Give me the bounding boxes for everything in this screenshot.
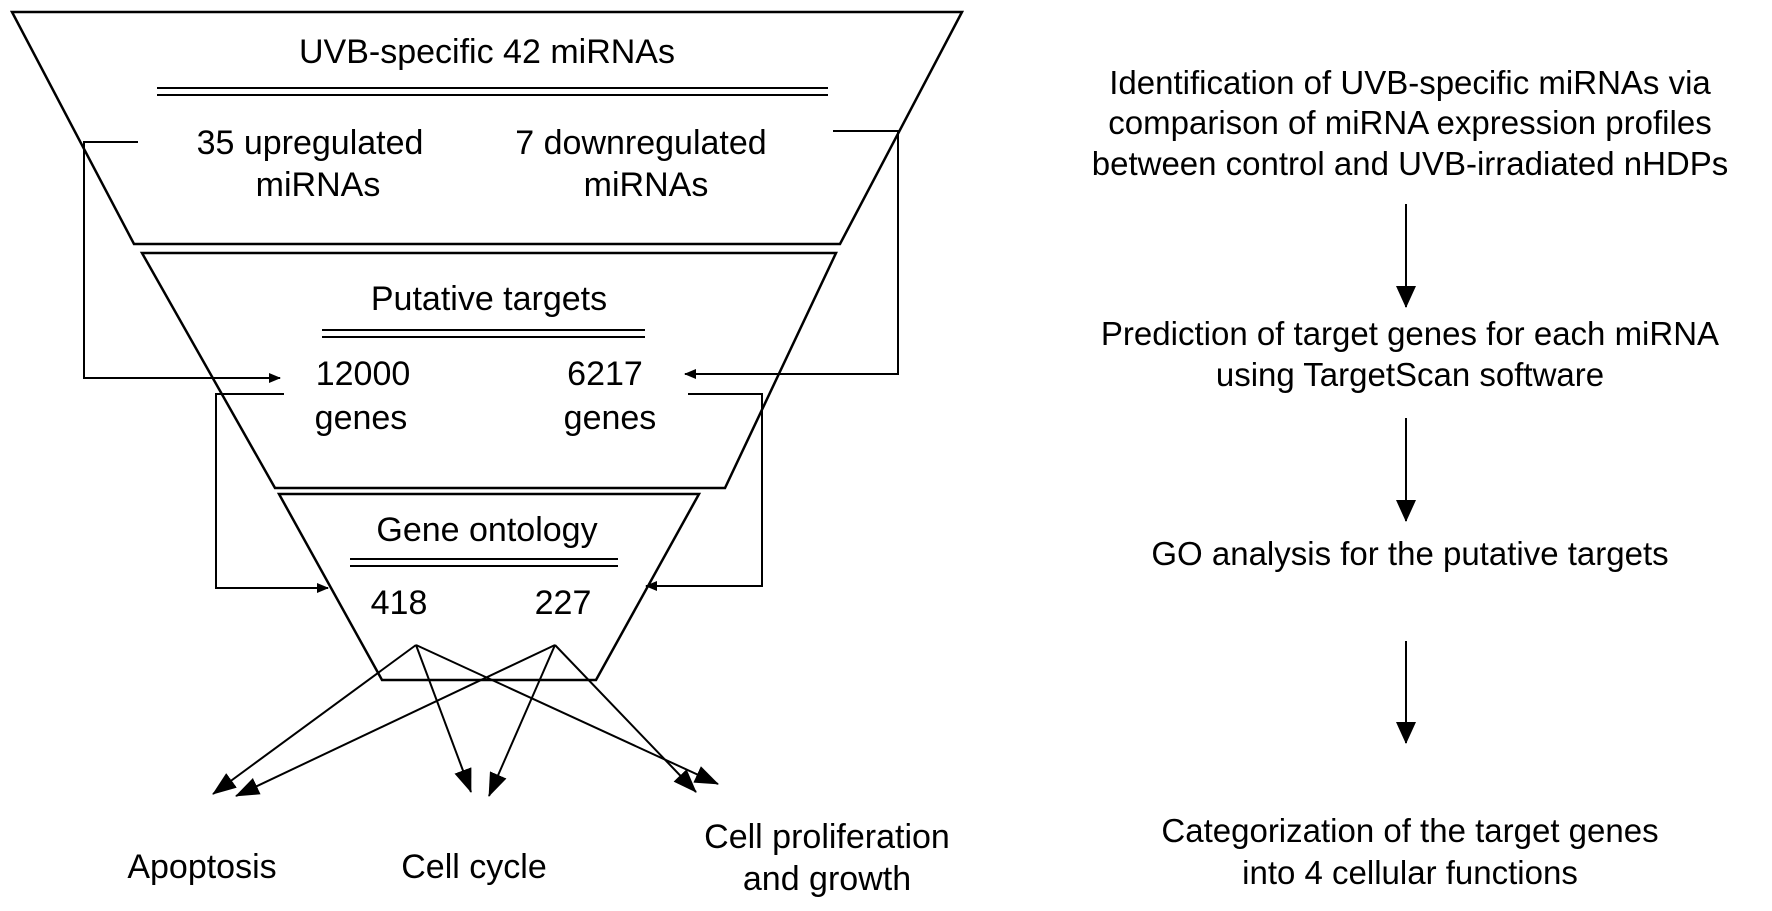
connector-down-targets-to-go [645,393,763,591]
upregulated-label-line1: 35 upregulated [197,124,424,162]
arrow-227-to-apoptosis [235,644,556,797]
upregulated-targets-count: 12000 [316,355,411,393]
step-4-line1: Categorization of the target genes [1161,812,1658,849]
downregulated-label-line1: 7 downregulated [515,124,766,162]
connector-up-targets-to-go [215,393,329,593]
arrow-227-to-proliferation [554,644,697,793]
upregulated-label-line2: miRNAs [256,166,381,204]
apoptosis-label: Apoptosis [127,848,276,886]
step-4-line2: into 4 cellular functions [1242,854,1578,891]
step-2-line1: Prediction of target genes for each miRN… [1101,315,1719,352]
function-labels: Apoptosis Cell cycle Cell proliferation … [127,818,950,898]
step-3-line1: GO analysis for the putative targets [1151,535,1668,572]
step-1-line3: between control and UVB-irradiated nHDPs [1092,145,1729,182]
downregulated-targets-unit: genes [564,399,657,437]
arrow-418-to-cell-cycle [415,644,472,793]
arrow-227-to-cell-cycle [488,644,556,797]
step-2-line2: using TargetScan software [1216,356,1604,393]
step-1-line2: comparison of miRNA expression profiles [1108,104,1711,141]
workflow-steps: Identification of UVB-specific miRNAs vi… [1092,64,1729,891]
connector-up-miRNA-to-targets [83,141,281,383]
function-arrows [212,644,719,797]
level-1-title: UVB-specific 42 miRNAs [299,33,675,71]
funnel-level-3: Gene ontology 418 227 [276,492,702,682]
step-1-line1: Identification of UVB-specific miRNAs vi… [1109,64,1711,101]
arrow-418-to-proliferation [415,644,719,785]
level-2-title: Putative targets [371,280,607,318]
arrow-418-to-apoptosis [212,644,417,795]
upregulated-go-count: 418 [371,584,428,622]
downregulated-go-count: 227 [535,584,592,622]
proliferation-label-line1: Cell proliferation [704,818,950,856]
cell-cycle-label: Cell cycle [401,848,546,886]
level-connectors [83,130,899,593]
funnel-level-1-outline [9,10,965,246]
downregulated-label-line2: miRNAs [584,166,709,204]
downregulated-targets-count: 6217 [567,355,643,393]
connector-down-miRNA-to-targets [684,130,899,379]
upregulated-targets-unit: genes [315,399,408,437]
funnel-level-2: Putative targets 12000 genes 6217 genes [139,251,838,490]
funnel-level-3-outline [276,492,702,682]
level-3-title: Gene ontology [376,511,597,549]
funnel-level-2-outline [139,251,838,490]
proliferation-label-line2: and growth [743,860,911,898]
funnel-level-1: UVB-specific 42 miRNAs 35 upregulated mi… [9,10,965,246]
